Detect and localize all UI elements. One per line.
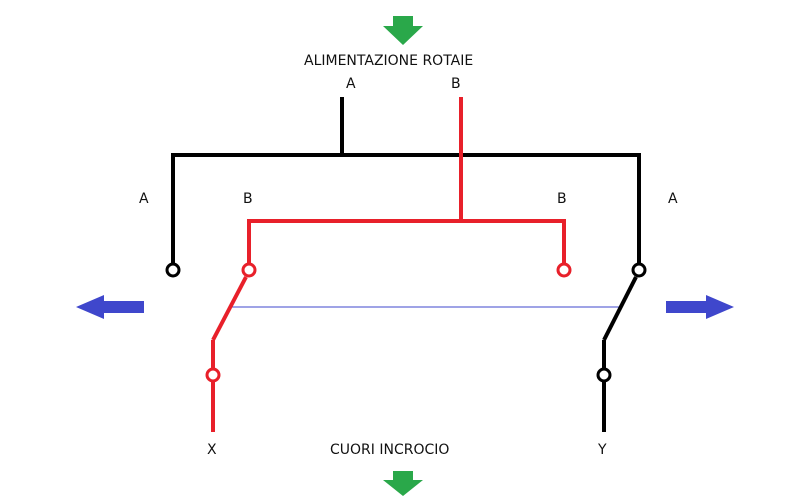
label-output-x: X	[207, 442, 217, 458]
bottom-label: CUORI INCROCIO	[330, 442, 450, 458]
label-left-b: B	[243, 191, 253, 207]
left-arrow-icon	[76, 295, 144, 319]
line-b	[247, 97, 566, 265]
label-left-a: A	[139, 191, 149, 207]
label-right-b: B	[557, 191, 567, 207]
terminal-y	[596, 367, 612, 383]
label-top-b: B	[451, 76, 461, 92]
terminal-right-b	[556, 262, 572, 278]
down-arrow-icon	[383, 471, 423, 496]
label-right-a: A	[668, 191, 678, 207]
terminal-x	[205, 367, 221, 383]
line-a	[171, 97, 641, 265]
terminal-left-a	[165, 262, 181, 278]
terminal-right-a	[631, 262, 647, 278]
label-output-y: Y	[598, 442, 607, 458]
terminal-left-b	[241, 262, 257, 278]
right-arrow-icon	[666, 295, 734, 319]
down-arrow-icon	[383, 16, 423, 45]
label-top-a: A	[346, 76, 356, 92]
switch-left	[211, 276, 248, 432]
diagram-title: ALIMENTAZIONE ROTAIE	[304, 53, 474, 69]
switch-right	[602, 276, 638, 432]
